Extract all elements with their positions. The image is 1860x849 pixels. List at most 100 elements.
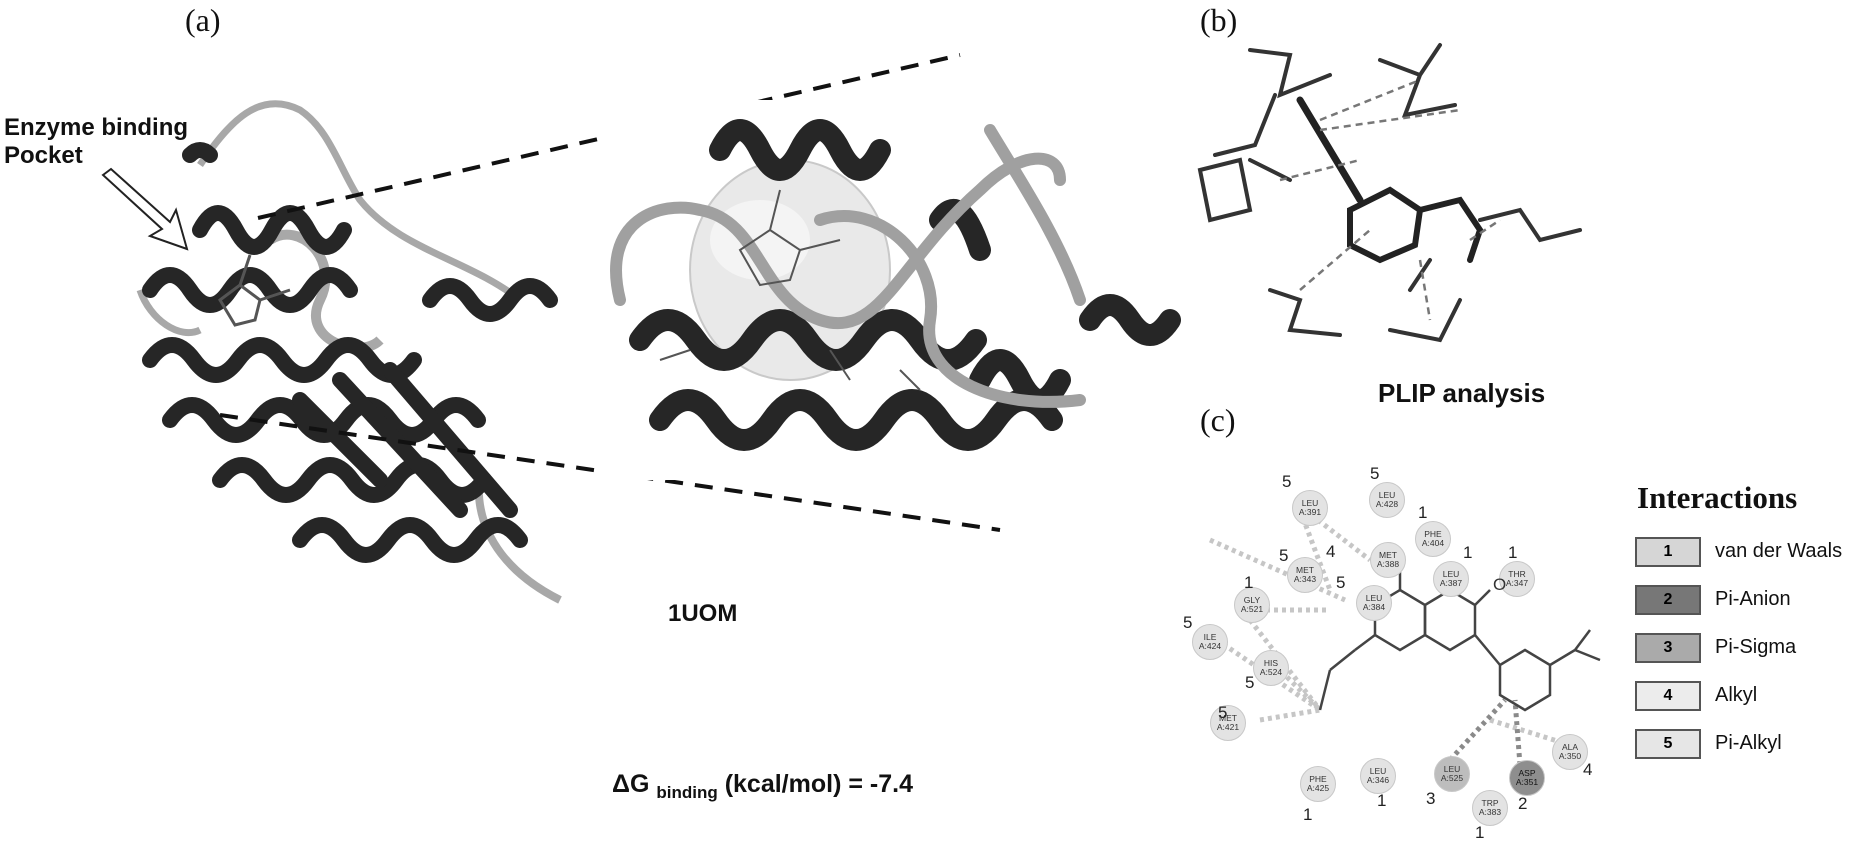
panel-label-a: (a) (185, 2, 221, 38)
residue-interaction-code: 1 (1418, 503, 1428, 522)
legend-label-1: van der Waals (1715, 540, 1843, 562)
residue-id: A:428 (1375, 499, 1399, 509)
legend-swatch-4: 4 (1635, 681, 1701, 711)
panel-label-b: (b) (1200, 2, 1238, 38)
dg-value: (kcal/mol) = -7.4 (724, 770, 913, 798)
plip-stick-diagram (1197, 43, 1582, 343)
dg-subscript: binding (656, 783, 718, 802)
pdb-id-label: 1UOM (668, 600, 738, 627)
legend-label-3: Pi-Sigma (1715, 636, 1797, 658)
pocket-arrow (101, 167, 189, 251)
residue-name: LEU (1442, 569, 1460, 579)
residue-name: MET (1219, 713, 1237, 723)
pi-interaction-lines (1448, 698, 1523, 766)
pocket-label-line1: Enzyme binding (4, 114, 189, 141)
residue-interaction-code: 1 (1475, 823, 1485, 842)
ligand-oxygen: O (1493, 575, 1507, 594)
plip-caption: PLIP analysis (1378, 378, 1546, 408)
residue-interaction-code: 1 (1463, 543, 1473, 562)
pocket-label-line2: Pocket (4, 142, 83, 169)
residue-name: LEU (1378, 490, 1396, 500)
residue-interaction-code: 1 (1377, 791, 1387, 810)
protein-overview-ribbon (136, 100, 562, 604)
residue-interaction-code: 5 (1218, 703, 1228, 722)
residue-interaction-code: 5 (1336, 573, 1346, 592)
legend-label-5: Pi-Alkyl (1715, 732, 1782, 754)
residue-interaction-code: 5 (1245, 673, 1255, 692)
residue-name: HIS (1263, 658, 1279, 668)
residue-interaction-code: 1 (1244, 573, 1254, 592)
residue-interaction-code: 4 (1583, 760, 1593, 779)
residue-interaction-code: 1 (1508, 543, 1518, 562)
residue-interaction-code: 5 (1183, 613, 1193, 632)
legend-swatch-5: 5 (1635, 729, 1701, 759)
residue-id: A:525 (1440, 773, 1464, 783)
residue-id: A:351 (1515, 777, 1539, 787)
residue-id: A:424 (1198, 641, 1222, 651)
legend-label-2: Pi-Anion (1715, 588, 1791, 610)
residue-id: A:387 (1439, 578, 1463, 588)
residue-id: A:388 (1376, 559, 1400, 569)
plip-contacts (1279, 78, 1501, 321)
residue-name: LEU (1301, 498, 1319, 508)
residue-interaction-code: 5 (1282, 472, 1292, 491)
residue-id: A:404 (1421, 538, 1445, 548)
residue-name: GLY (1243, 595, 1261, 605)
residue-id: A:347 (1505, 578, 1529, 588)
residue-name: MET (1379, 550, 1397, 560)
residue-interaction-code: 4 (1326, 542, 1336, 561)
dg-symbol: ΔG (612, 770, 650, 798)
residue-id: A:384 (1362, 602, 1386, 612)
residue-interaction-code: 5 (1279, 546, 1289, 565)
residue-name: LEU (1443, 764, 1461, 774)
residue-interaction-code: 2 (1518, 794, 1528, 813)
residue-name: ILE (1203, 632, 1217, 642)
residue-name: PHE (1309, 774, 1327, 784)
residue-name: THR (1508, 569, 1526, 579)
residue-interaction-code: 3 (1426, 789, 1436, 808)
residue-id: A:343 (1293, 574, 1317, 584)
residue-name: PHE (1424, 529, 1442, 539)
residue-interaction-code: 1 (1303, 805, 1313, 824)
residue-name: LEU (1369, 766, 1387, 776)
panel-label-c: (c) (1200, 402, 1236, 438)
pocket-zoom-ribbon (600, 100, 1181, 480)
residue-id: A:524 (1259, 667, 1283, 677)
residue-id: A:391 (1298, 507, 1322, 517)
residue-id: A:425 (1306, 783, 1330, 793)
residue-interaction-code: 5 (1370, 464, 1380, 483)
residue-id: A:383 (1478, 807, 1502, 817)
residue-name: LEU (1365, 593, 1383, 603)
binding-energy-label: ΔG binding (kcal/mol) = -7.4 (612, 770, 913, 802)
residue-id: A:421 (1216, 722, 1240, 732)
legend-swatch-3: 3 (1635, 633, 1701, 663)
residue-name: ALA (1561, 742, 1579, 752)
residue-name: MET (1296, 565, 1314, 575)
residue-id: A:521 (1240, 604, 1264, 614)
residue-name: TRP (1481, 798, 1499, 808)
residue-name: ASP (1518, 768, 1536, 778)
residue-id: A:346 (1366, 775, 1390, 785)
legend-label-4: Alkyl (1715, 684, 1758, 706)
pocket-label: Enzyme binding Pocket (4, 114, 188, 170)
residue-id: A:350 (1558, 751, 1582, 761)
legend-swatch-2: 2 (1635, 585, 1701, 615)
